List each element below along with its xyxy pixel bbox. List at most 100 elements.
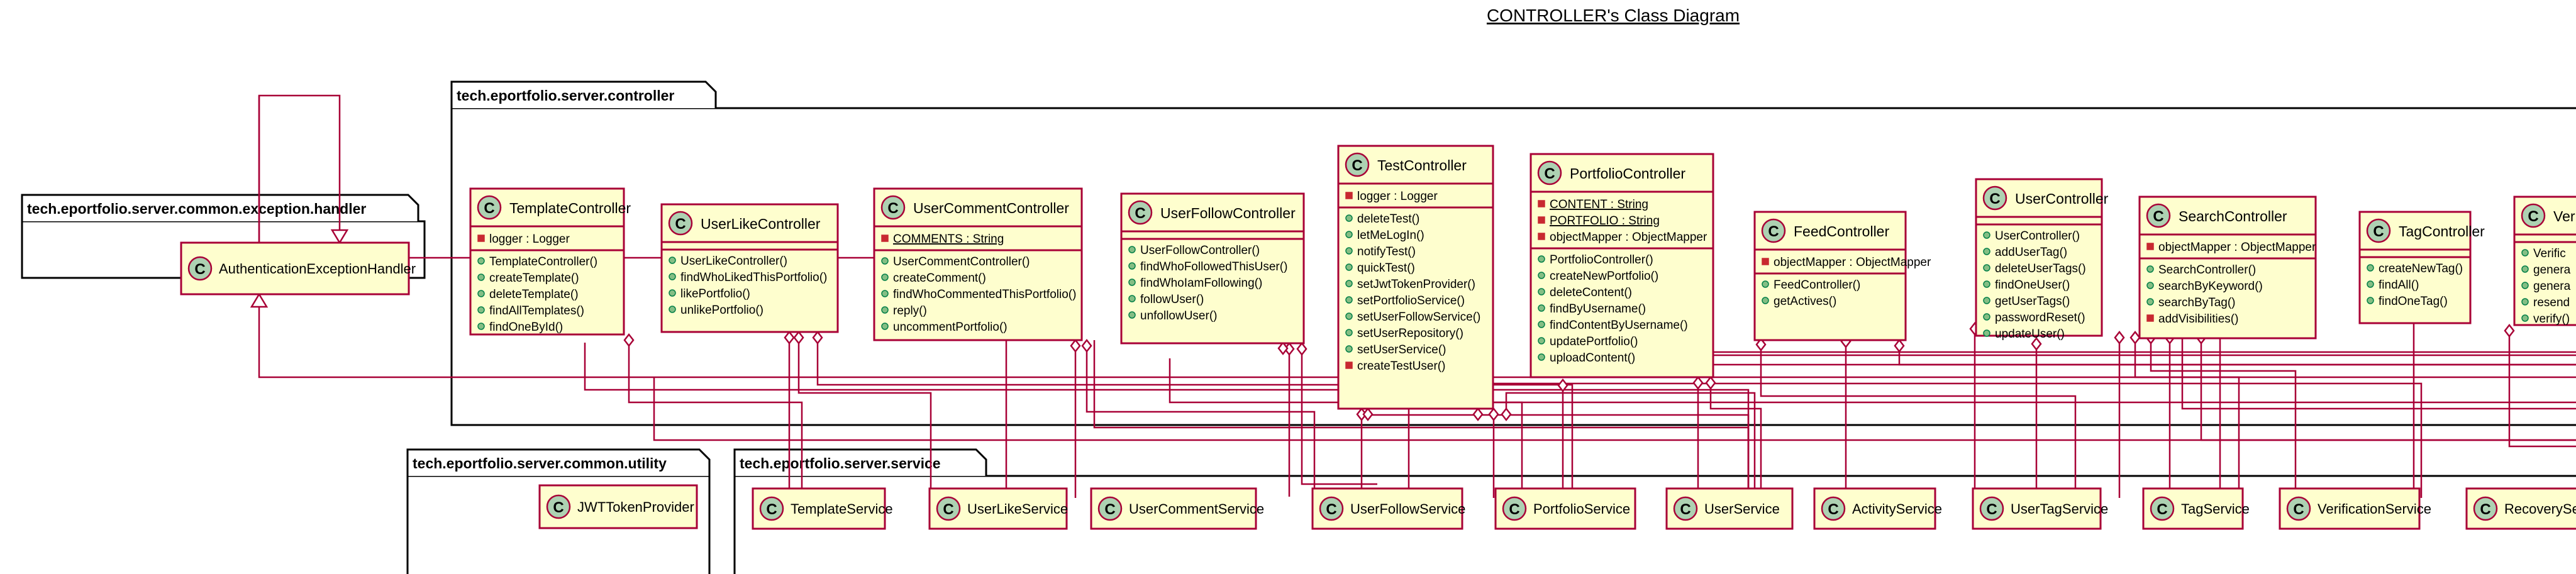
class-method: setPortfolioService() — [1357, 294, 1465, 307]
aggregation-diamond — [1557, 378, 1568, 393]
class-name: TagService — [2181, 501, 2250, 517]
relation-line — [1301, 343, 1377, 485]
public-visibility-icon — [2521, 249, 2529, 257]
class-marker-letter: C — [1135, 205, 1145, 222]
public-visibility-icon — [1345, 345, 1353, 353]
class-marker-icon — [1319, 496, 1344, 521]
class-name: ActivityService — [1852, 501, 1942, 517]
public-visibility-icon — [881, 323, 889, 330]
relation-line — [2181, 332, 2576, 410]
aggregation-diamond — [1362, 407, 1374, 422]
public-visibility-icon — [1983, 329, 1990, 337]
class-marker-letter: C — [1680, 501, 1690, 518]
class-field: objectMapper : ObjectMapper — [2158, 241, 2316, 254]
class-method: deleteContent() — [1550, 286, 1632, 299]
relation-line — [1760, 339, 2077, 498]
class-marker-icon — [1979, 496, 2004, 521]
class-marker-letter: C — [887, 200, 898, 217]
class-name: PortfolioService — [1533, 501, 1630, 517]
public-visibility-icon — [1538, 353, 1545, 361]
public-visibility-icon — [477, 306, 485, 314]
class-marker-icon — [2150, 496, 2175, 521]
relation-line — [653, 377, 2576, 441]
package-label: tech.eportfolio.server.common.utility — [413, 455, 667, 472]
relation-line — [797, 332, 932, 498]
class-method: PortfolioController() — [1550, 253, 1653, 267]
class-method: findWhoFollowedThisUser() — [1140, 260, 1287, 273]
class-method: createNewPortfolio() — [1550, 270, 1658, 283]
private-visibility-icon — [1345, 362, 1353, 369]
class-method: findWhoCommentedThisPortfolio() — [893, 288, 1076, 301]
aggregation-diamond — [1894, 338, 1905, 353]
public-visibility-icon — [1345, 247, 1353, 255]
class-marker-icon — [1761, 218, 1786, 243]
private-visibility-icon — [1345, 192, 1353, 199]
class-marker-letter: C — [194, 261, 205, 278]
public-visibility-icon — [881, 273, 889, 281]
aggregation-diamond — [812, 330, 823, 345]
class-marker-letter: C — [1828, 501, 1838, 518]
public-visibility-icon — [1983, 313, 1990, 321]
class-marker-letter: C — [1352, 157, 1362, 174]
class-method: addUserTag() — [1995, 246, 2067, 259]
class-marker-letter: C — [1986, 501, 1997, 518]
class-marker-letter: C — [766, 501, 777, 518]
aggregation-diamond — [1070, 338, 1081, 353]
public-visibility-icon — [1128, 311, 1136, 319]
class-method: createTestUser() — [1357, 360, 1445, 373]
aggregation-diamond — [1296, 341, 1307, 356]
class-method: letMeLogIn() — [1357, 229, 1424, 242]
class-method: deleteTest() — [1357, 212, 1419, 226]
class-marker-letter: C — [553, 499, 564, 516]
public-visibility-icon — [2367, 280, 2374, 288]
class-marker-icon — [759, 496, 784, 521]
public-visibility-icon — [2146, 265, 2154, 273]
class-name: UserController — [2015, 190, 2109, 207]
public-visibility-icon — [1128, 246, 1136, 253]
aggregation-diamond — [623, 333, 635, 348]
class-method: passwordReset() — [1995, 311, 2085, 324]
class-method: findOneTag() — [2379, 295, 2448, 308]
class-method: searchByTag() — [2158, 296, 2236, 309]
class-name: UserLikeService — [967, 501, 1068, 517]
class-name: PortfolioController — [1570, 165, 1685, 182]
class-marker-letter: C — [2293, 501, 2304, 518]
class-method: findWhoLikedThisPortfolio() — [680, 271, 827, 284]
class-marker-icon — [2473, 496, 2498, 521]
relation-line — [628, 334, 803, 498]
class-method: setJwtTokenProvider() — [1357, 278, 1475, 291]
class-verif_ctrl: CVerifVerificgenerageneraresendverify() — [2513, 196, 2576, 326]
class-name: FeedController — [1794, 223, 1889, 240]
public-visibility-icon — [1345, 263, 1353, 271]
class-marker-letter: C — [1768, 223, 1779, 240]
class-method: deleteUserTags() — [1995, 262, 2086, 275]
class-method: findOneUser() — [1995, 279, 2070, 292]
public-visibility-icon — [1128, 295, 1136, 302]
class-field: objectMapper : ObjectMapper — [1774, 256, 1931, 269]
class-field: logger : Logger — [1357, 190, 1438, 203]
class-method: addVisibilities() — [2158, 312, 2238, 326]
class-box — [1337, 145, 1494, 410]
class-method: getActives() — [1774, 295, 1836, 308]
package-label: tech.eportfolio.server.common.exception.… — [27, 201, 366, 217]
public-visibility-icon — [1538, 304, 1545, 312]
class-marker-icon — [880, 195, 906, 220]
class-marker-letter: C — [1326, 501, 1336, 518]
aggregation-diamond — [2129, 330, 2141, 345]
public-visibility-icon — [1345, 296, 1353, 304]
class-box — [180, 241, 410, 295]
class-method: findOneById() — [489, 321, 563, 334]
class-method: uncommentPortfolio() — [893, 321, 1008, 334]
private-visibility-icon — [477, 235, 485, 242]
class-name: UserCommentController — [913, 200, 1069, 216]
class-name: UserFollowController — [1160, 205, 1296, 221]
